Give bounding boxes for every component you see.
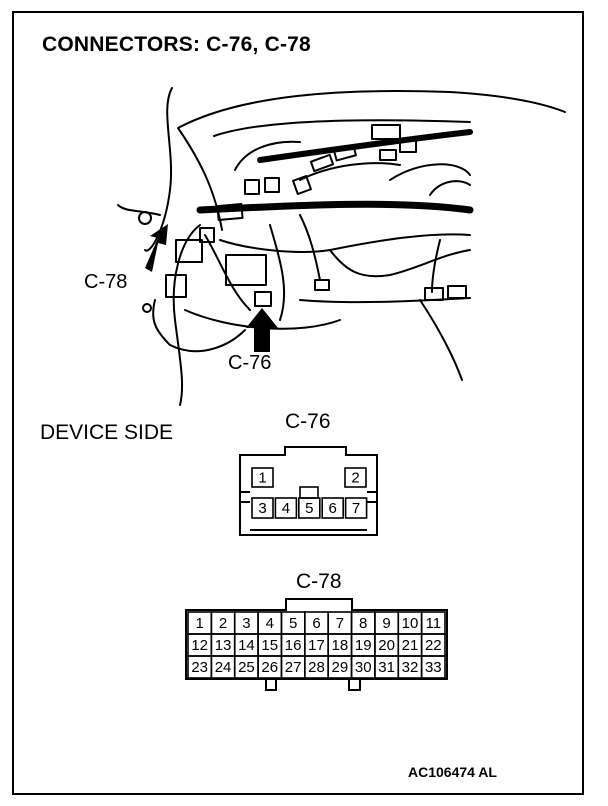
- c78-connector-title: C-78: [296, 570, 342, 593]
- c76-pin-2: 2: [344, 467, 367, 488]
- c78-pin-29: 29: [327, 655, 353, 679]
- pin-number: 21: [402, 637, 419, 654]
- pin-number: 4: [266, 615, 274, 632]
- c76-pin-6: 6: [321, 497, 345, 519]
- c78-pin-9: 9: [374, 611, 400, 635]
- pin-number: 25: [238, 659, 255, 676]
- c78-pin-23: 23: [187, 655, 213, 679]
- c78-pin-2: 2: [210, 611, 236, 635]
- pin-number: 18: [332, 637, 349, 654]
- pin-number: 4: [282, 500, 290, 517]
- pin-number: 1: [258, 470, 266, 487]
- pin-number: 1: [196, 615, 204, 632]
- c76-latch: [299, 486, 319, 499]
- c76-pin-4: 4: [274, 497, 298, 519]
- pin-number: 26: [261, 659, 278, 676]
- c78-pin-4: 4: [257, 611, 283, 635]
- pin-number: 3: [258, 500, 266, 517]
- c76-connector-title: C-76: [285, 410, 331, 433]
- c76-callout-label: C-76: [228, 352, 272, 374]
- c78-pin-33: 33: [420, 655, 446, 679]
- pin-number: 16: [285, 637, 302, 654]
- pin-number: 13: [215, 637, 232, 654]
- pin-number: 3: [242, 615, 250, 632]
- c76-pin-7: 7: [344, 497, 368, 519]
- page-title: CONNECTORS: C-76, C-78: [42, 33, 311, 56]
- c78-pin-10: 10: [397, 611, 423, 635]
- c78-pin-11: 11: [420, 611, 446, 635]
- c78-pin-18: 18: [327, 633, 353, 657]
- c78-pin-14: 14: [233, 633, 259, 657]
- pin-number: 14: [238, 637, 255, 654]
- c78-pin-19: 19: [350, 633, 376, 657]
- c78-pin-22: 22: [420, 633, 446, 657]
- c78-pin-27: 27: [280, 655, 306, 679]
- pin-number: 15: [261, 637, 278, 654]
- pin-number: 30: [355, 659, 372, 676]
- pin-number: 2: [351, 470, 359, 487]
- c78-pin-13: 13: [210, 633, 236, 657]
- pin-number: 22: [425, 637, 442, 654]
- pin-number: 2: [219, 615, 227, 632]
- pin-number: 28: [308, 659, 325, 676]
- c78-pin-26: 26: [257, 655, 283, 679]
- pin-number: 32: [402, 659, 419, 676]
- c76-pin-3: 3: [251, 497, 274, 519]
- pin-number: 9: [382, 615, 390, 632]
- pin-number: 20: [378, 637, 395, 654]
- c78-pin-15: 15: [257, 633, 283, 657]
- c78-pin-16: 16: [280, 633, 306, 657]
- figure-frame: [12, 11, 584, 795]
- pin-number: 6: [329, 500, 337, 517]
- pin-number: 7: [336, 615, 344, 632]
- pin-number: 31: [378, 659, 395, 676]
- c78-pin-7: 7: [327, 611, 353, 635]
- c78-pin-31: 31: [374, 655, 400, 679]
- pin-number: 19: [355, 637, 372, 654]
- c78-pin-5: 5: [280, 611, 306, 635]
- c78-pin-32: 32: [397, 655, 423, 679]
- pin-number: 24: [215, 659, 232, 676]
- arrow-c78: [145, 224, 168, 272]
- pin-number: 23: [191, 659, 208, 676]
- pin-number: 8: [359, 615, 367, 632]
- pin-number: 5: [289, 615, 297, 632]
- c78-pin-3: 3: [233, 611, 259, 635]
- pin-number: 7: [352, 500, 360, 517]
- c78-callout-label: C-78: [84, 271, 128, 293]
- view-label: DEVICE SIDE: [40, 421, 174, 444]
- c78-pin-30: 30: [350, 655, 376, 679]
- c78-pin-24: 24: [210, 655, 236, 679]
- pin-number: 27: [285, 659, 302, 676]
- pin-number: 5: [305, 500, 313, 517]
- c78-pin-6: 6: [304, 611, 329, 635]
- pin-number: 6: [312, 615, 320, 632]
- c78-pin-25: 25: [233, 655, 259, 679]
- pin-number: 12: [191, 637, 208, 654]
- pin-number: 10: [402, 615, 419, 632]
- pin-number: 11: [426, 615, 442, 632]
- arrow-c76: [246, 308, 278, 352]
- c76-pin-1: 1: [251, 467, 274, 488]
- c78-pin-28: 28: [304, 655, 329, 679]
- c78-pin-8: 8: [350, 611, 376, 635]
- pin-number: 29: [332, 659, 349, 676]
- pin-number: 17: [308, 637, 325, 654]
- c78-pin-12: 12: [187, 633, 213, 657]
- c78-pin-20: 20: [374, 633, 400, 657]
- c78-pin-17: 17: [304, 633, 329, 657]
- figure-reference-code: AC106474 AL: [408, 764, 497, 780]
- c78-pin-21: 21: [397, 633, 423, 657]
- c78-pin-1: 1: [187, 611, 213, 635]
- pin-number: 33: [425, 659, 442, 676]
